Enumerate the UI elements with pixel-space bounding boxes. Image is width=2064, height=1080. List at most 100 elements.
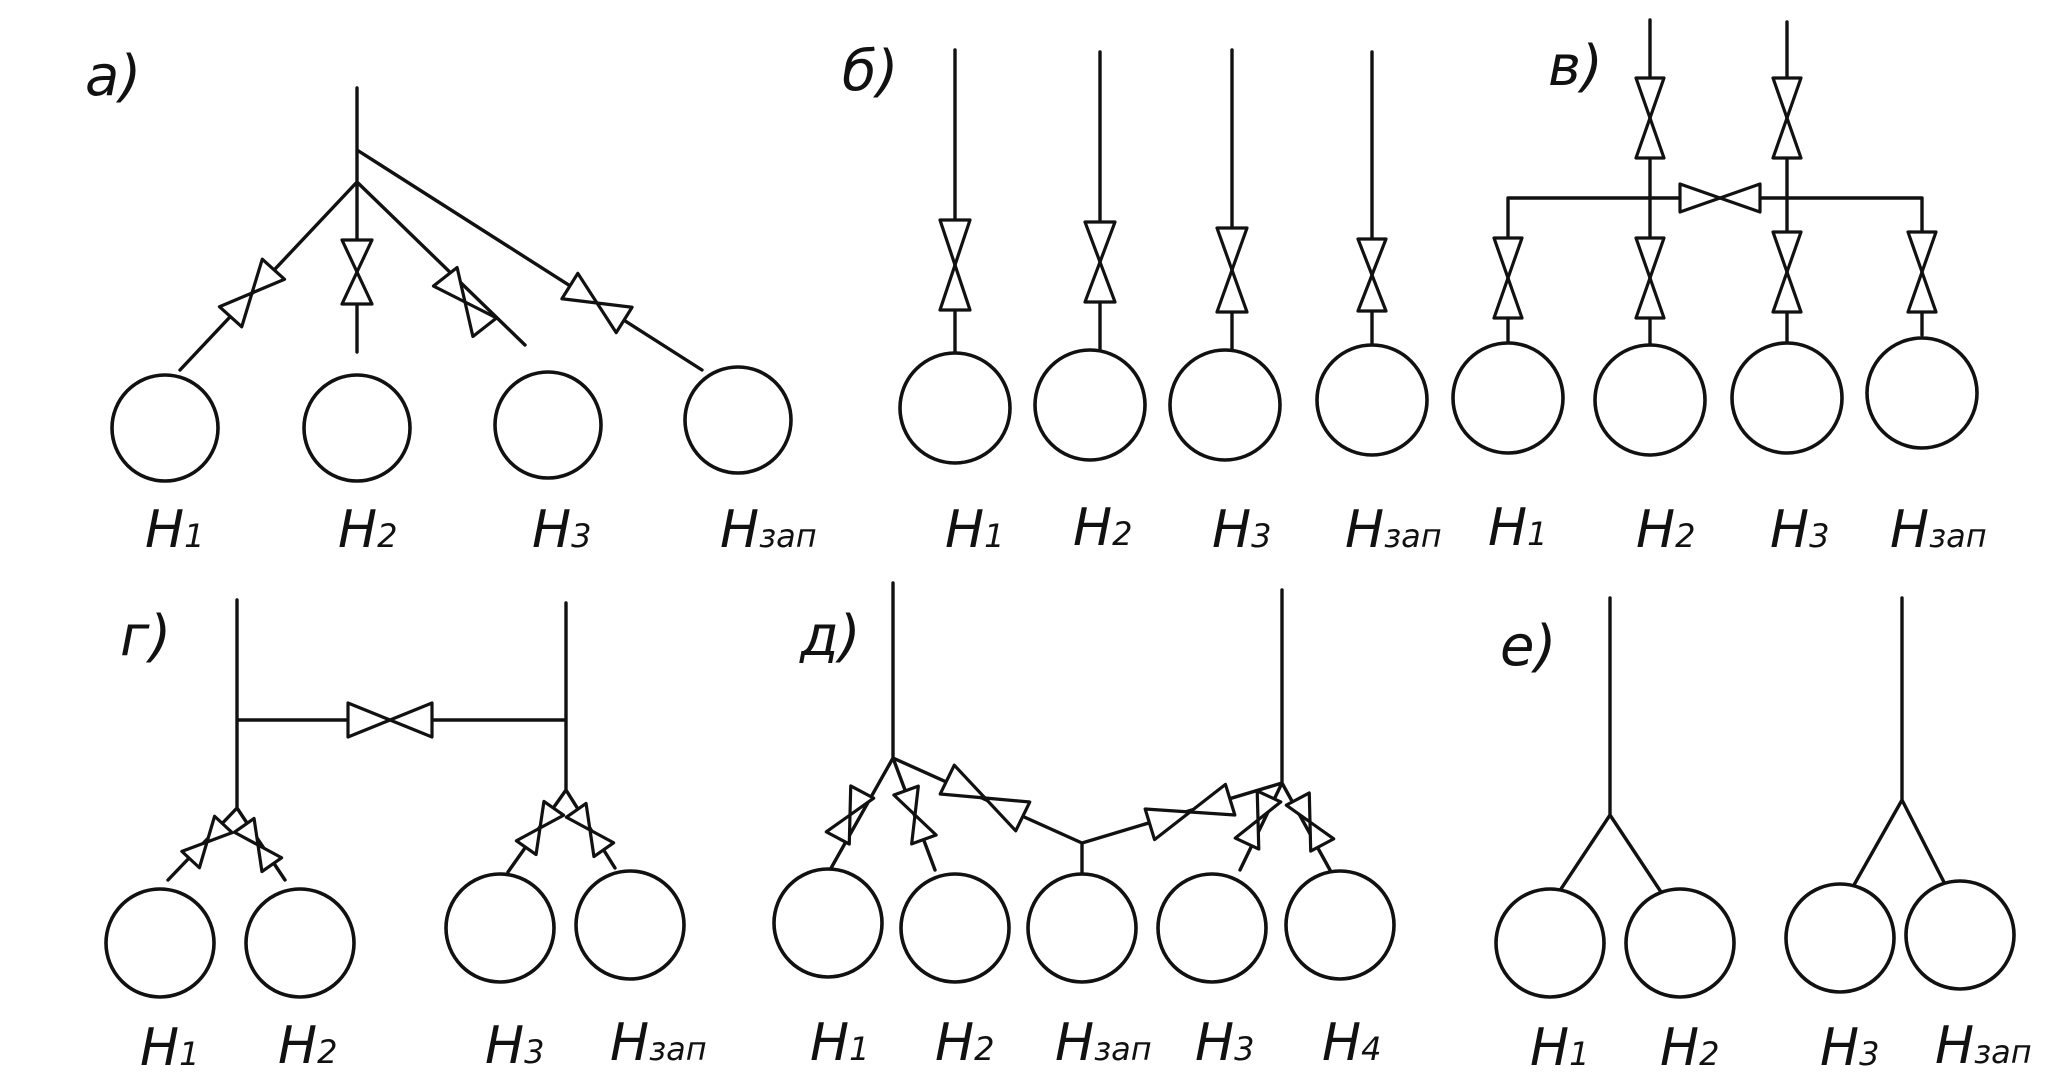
scheme-g-pipes xyxy=(166,598,617,882)
valve-icon xyxy=(1233,789,1283,851)
scheme-a: a) H1 H2 H3 Hзап xyxy=(85,44,817,560)
valve-icon xyxy=(564,801,616,859)
panel-label-e: е) xyxy=(1500,614,1556,679)
valve-icon xyxy=(232,816,284,874)
pump-circle xyxy=(1033,348,1147,462)
scheme-g-labels: H1 H2 H3 Hзап xyxy=(140,1013,707,1078)
valve-icon xyxy=(514,799,566,857)
scheme-a-valves xyxy=(217,238,634,339)
valve-icon xyxy=(1906,230,1938,314)
scheme-d-labels: H1 H2 Hзап H3 H4 xyxy=(810,1013,1381,1073)
scheme-a-pipes xyxy=(178,86,704,372)
valve-icon xyxy=(1678,182,1762,214)
pump-circle xyxy=(1730,341,1844,455)
scheme-a-pumps xyxy=(110,365,793,483)
pump-circle xyxy=(574,869,686,981)
pump-label: H4 xyxy=(1322,1013,1381,1073)
scheme-b-pipes xyxy=(953,48,1374,357)
valve-icon xyxy=(1492,236,1524,320)
pump-label: Hзап xyxy=(1935,1016,2032,1076)
scheme-b-labels: H1 H2 H3 Hзап xyxy=(945,498,1442,560)
pump-circle xyxy=(302,373,412,483)
scheme-b-valves xyxy=(938,218,1388,314)
panel-label-d: д) xyxy=(799,604,861,669)
scheme-v: в) H1 H2 H3 Hзап xyxy=(1451,18,1987,560)
pump-label: H3 xyxy=(1820,1018,1879,1078)
scheme-g: г) H1 H2 H3 Hзап xyxy=(104,598,707,1078)
scheme-v-pumps xyxy=(1451,336,1979,457)
pump-circle xyxy=(1624,887,1736,999)
pump-label: H1 xyxy=(1530,1018,1589,1078)
pump-label: H3 xyxy=(1212,500,1271,560)
valve-icon xyxy=(1634,76,1666,160)
valve-icon xyxy=(1356,237,1388,313)
scheme-b: б) H1 H2 H3 Hзап xyxy=(842,39,1442,560)
valve-icon xyxy=(1634,236,1666,320)
valve-icon xyxy=(1143,782,1237,842)
pump-circle xyxy=(444,872,556,984)
pump-label: H2 xyxy=(338,500,397,560)
pump-label: H2 xyxy=(1636,500,1695,560)
panel-label-g: г) xyxy=(120,604,171,669)
scheme-d-valves xyxy=(824,763,1336,853)
scheme-e-pipes xyxy=(1553,596,1950,900)
pump-label: H1 xyxy=(810,1013,869,1073)
pump-label: Hзап xyxy=(1345,500,1442,560)
valve-icon xyxy=(938,763,1032,833)
pump-label: Hзап xyxy=(610,1013,707,1073)
scheme-d: д) H1 H2 Hзап H3 H4 xyxy=(772,581,1396,1073)
pump-circle xyxy=(683,365,793,475)
valve-icon xyxy=(1083,220,1117,304)
panel-label-a: a) xyxy=(85,44,141,109)
valve-icon xyxy=(1284,791,1336,853)
valve-icon xyxy=(1771,76,1803,160)
valve-icon xyxy=(217,257,287,329)
pump-circle xyxy=(493,370,603,480)
pump-label: H3 xyxy=(532,500,591,560)
pump-circle xyxy=(1168,348,1282,462)
scheme-a-labels: H1 H2 H3 Hзап xyxy=(145,500,817,560)
scheme-v-labels: H1 H2 H3 Hзап xyxy=(1488,498,1987,560)
pump-circle xyxy=(1593,343,1707,457)
pump-label: H1 xyxy=(140,1018,199,1078)
pump-label: H3 xyxy=(485,1016,544,1076)
pump-label: H2 xyxy=(278,1016,337,1076)
pump-circle xyxy=(1784,882,1896,994)
pump-label: H1 xyxy=(945,500,1004,560)
pump-circle xyxy=(1451,341,1565,455)
valve-icon xyxy=(560,271,634,335)
pump-circle xyxy=(110,373,220,483)
valve-icon xyxy=(892,784,938,846)
pump-circle xyxy=(244,887,356,999)
pump-label: H1 xyxy=(145,500,204,560)
pump-label: H2 xyxy=(1660,1018,1719,1078)
pump-circle xyxy=(899,872,1011,984)
pump-circle xyxy=(1315,343,1429,457)
scheme-e-pumps xyxy=(1494,879,2016,999)
panel-label-v: в) xyxy=(1548,34,1603,99)
pump-label: H3 xyxy=(1195,1013,1254,1073)
pump-label: H2 xyxy=(1073,498,1132,558)
pump-circle xyxy=(1865,336,1979,450)
scheme-d-pumps xyxy=(772,867,1396,984)
scheme-e: е) H1 H2 H3 Hзап xyxy=(1494,596,2032,1078)
valve-icon xyxy=(1771,230,1803,314)
panel-label-b: б) xyxy=(842,39,898,104)
scheme-b-pumps xyxy=(898,343,1429,465)
pump-label: Hзап xyxy=(720,500,817,560)
valve-icon xyxy=(938,218,972,312)
pump-label: H3 xyxy=(1770,500,1829,560)
scheme-e-labels: H1 H2 H3 Hзап xyxy=(1530,1016,2032,1078)
pump-circle xyxy=(1026,872,1138,984)
pump-circle xyxy=(1494,887,1606,999)
pump-label: H2 xyxy=(935,1013,994,1073)
scheme-g-valves xyxy=(180,701,616,874)
pump-circle xyxy=(772,867,884,979)
valve-icon xyxy=(346,701,434,739)
valve-icon xyxy=(180,814,234,870)
pump-label: Hзап xyxy=(1890,500,1987,560)
valve-icon xyxy=(824,784,876,846)
valve-icon xyxy=(340,238,374,306)
pump-circle xyxy=(898,351,1012,465)
